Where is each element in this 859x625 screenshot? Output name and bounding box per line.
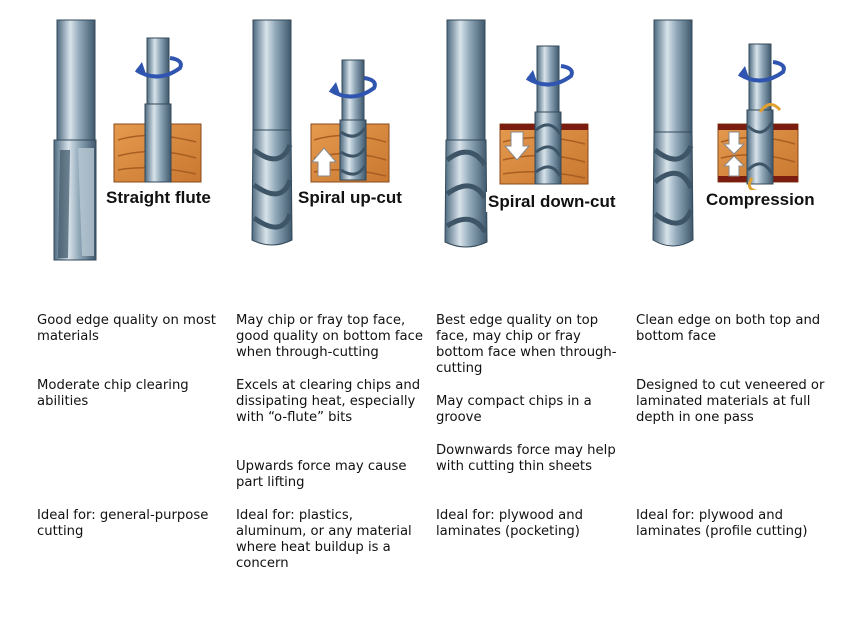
compression-note-design: Designed to cut veneered or laminated ma…: [636, 378, 825, 425]
downcut-note-ideal: Ideal for: plywood and laminates (pocket…: [436, 508, 583, 539]
straight-flute-bit-group: [53, 19, 202, 261]
router-bit-illustrations: [53, 19, 799, 261]
upcut-large-shank: [252, 19, 292, 131]
spiral-upcut-bit-group: [251, 19, 390, 246]
label-straight-flute: Straight flute: [104, 188, 213, 208]
upcut-note-ideal: Ideal for: plastics, aluminum, or any ma…: [236, 508, 412, 571]
upcut-note-chips: Excels at clearing chips and dissipating…: [236, 378, 421, 425]
upcut-small-shank: [341, 59, 365, 121]
upcut-note-force: Upwards force may cause part lifting: [236, 459, 407, 490]
straight-large-shank: [56, 19, 96, 141]
downcut-small-shank: [536, 45, 560, 113]
compression-note-ideal: Ideal for: plywood and laminates (profil…: [636, 508, 808, 539]
downcut-down-arrow: [503, 131, 531, 161]
upcut-rotation-arrow: [328, 76, 377, 99]
compression-note-edge: Clean edge on both top and bottom face: [636, 313, 821, 344]
compression-large-shank: [653, 19, 693, 133]
straight-note-ideal: Ideal for: general-purpose cutting: [37, 508, 209, 539]
straight-note-chips: Moderate chip clearing abilities: [37, 378, 189, 409]
compression-rotation-arrow: [737, 60, 786, 83]
label-spiral-downcut: Spiral down-cut: [486, 192, 618, 212]
downcut-rotation-arrow: [525, 64, 574, 87]
upcut-note-edge: May chip or fray top face, good quality …: [236, 313, 423, 360]
compression-small-cutter: [746, 109, 774, 185]
straight-rotation-arrow: [134, 56, 183, 79]
downcut-note-force: Downwards force may help with cutting th…: [436, 443, 616, 474]
compression-down-arrow: [722, 131, 746, 155]
compression-up-arrow: [722, 155, 746, 177]
downcut-note-edge: Best edge quality on top face, may chip …: [436, 313, 617, 376]
straight-small-cutter: [144, 103, 172, 183]
spiral-downcut-bit-group: [444, 19, 589, 248]
compression-bit-group: [652, 19, 799, 247]
label-spiral-upcut: Spiral up-cut: [296, 188, 404, 208]
downcut-note-chips: May compact chips in a groove: [436, 394, 592, 425]
compression-small-shank: [748, 43, 772, 111]
label-compression: Compression: [704, 190, 817, 210]
downcut-large-shank: [446, 19, 486, 141]
straight-note-edge: Good edge quality on most materials: [37, 313, 216, 344]
straight-small-shank: [146, 37, 170, 105]
upcut-up-arrow: [310, 147, 338, 177]
